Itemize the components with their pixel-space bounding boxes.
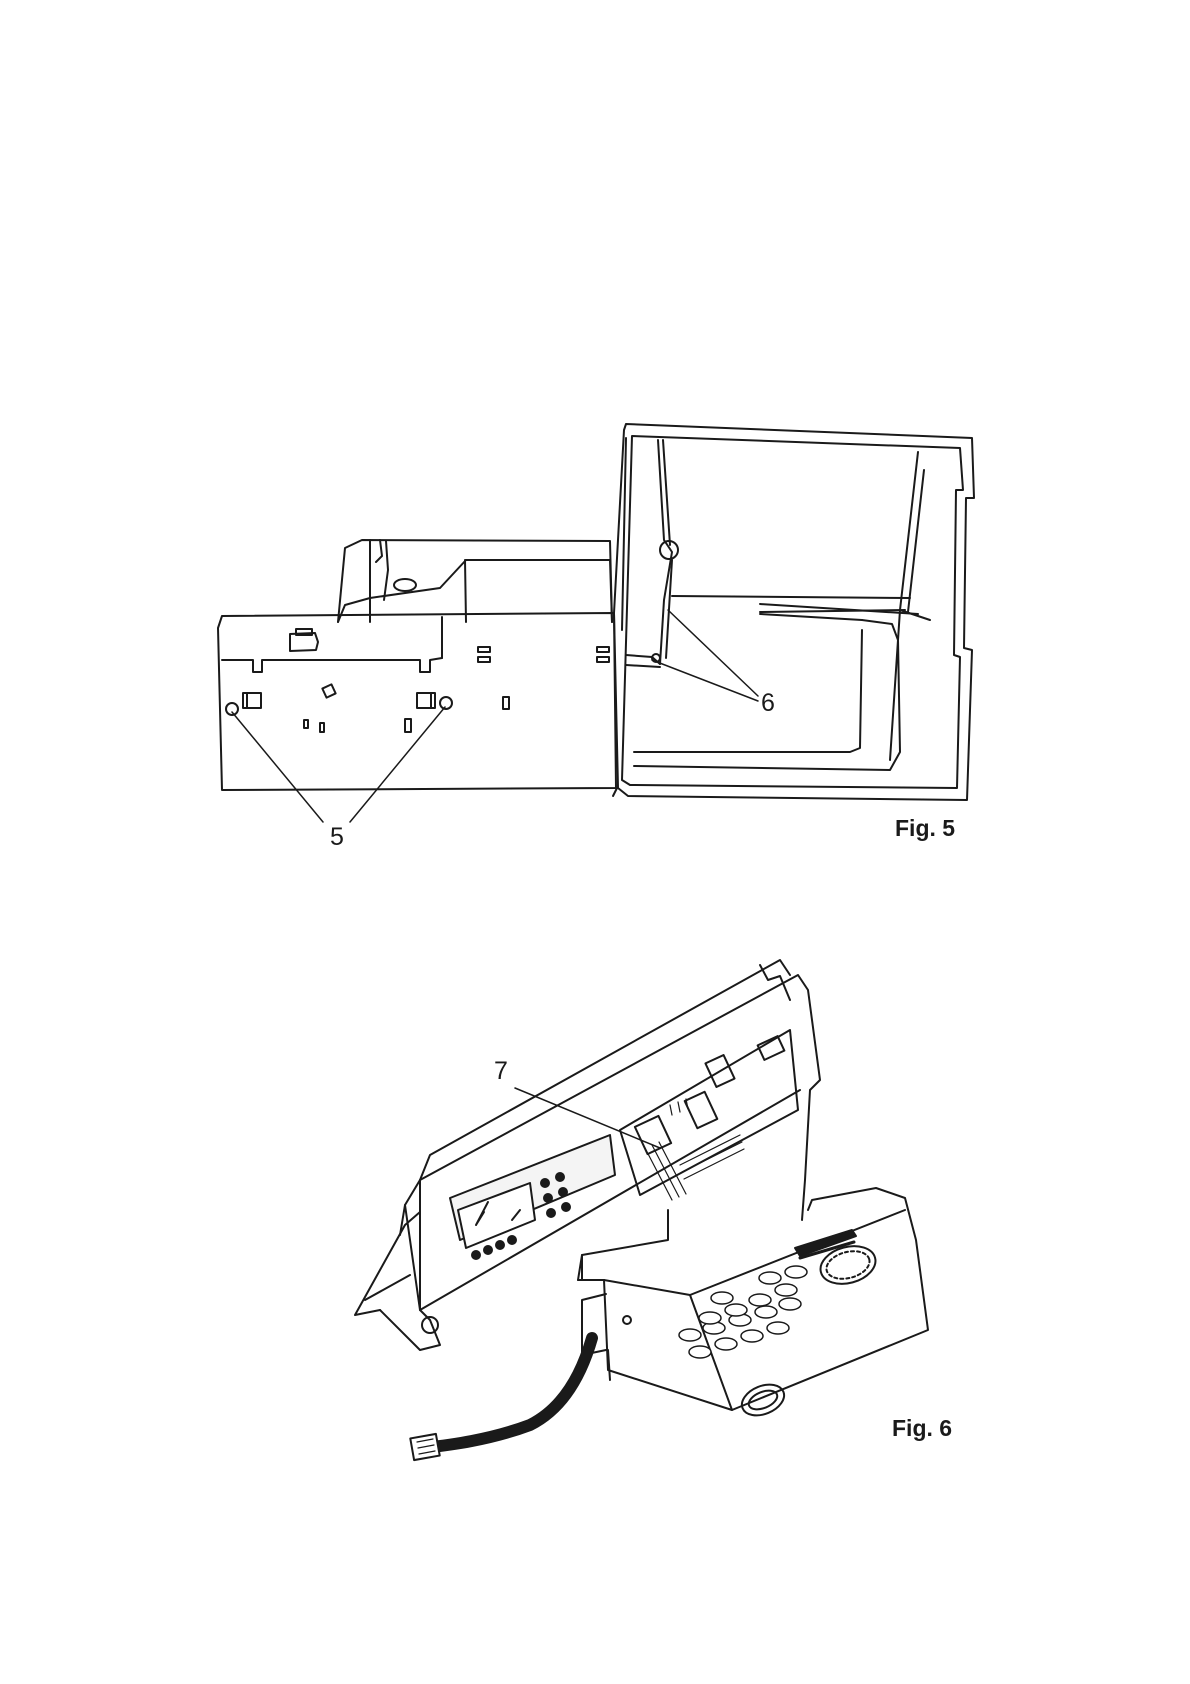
fig5-drawing [0,0,1190,880]
front-panel [218,613,616,790]
fig6-drawing [0,880,1190,1684]
callout-5: 5 [330,823,344,852]
fig6-caption: Fig. 6 [892,1415,952,1442]
leader-line-7 [515,1088,660,1148]
callout-6: 6 [761,689,775,718]
cable [410,1338,592,1460]
fig5-caption: Fig. 5 [895,815,955,842]
figure-5: 5 6 Fig. 5 [0,0,1190,880]
figure-6: 7 Fig. 6 [0,880,1190,1684]
rear-housing [338,540,612,622]
control-panel [355,960,820,1350]
base-unit [578,1188,928,1421]
callout-7: 7 [494,1057,508,1086]
hinged-lid [613,424,974,800]
